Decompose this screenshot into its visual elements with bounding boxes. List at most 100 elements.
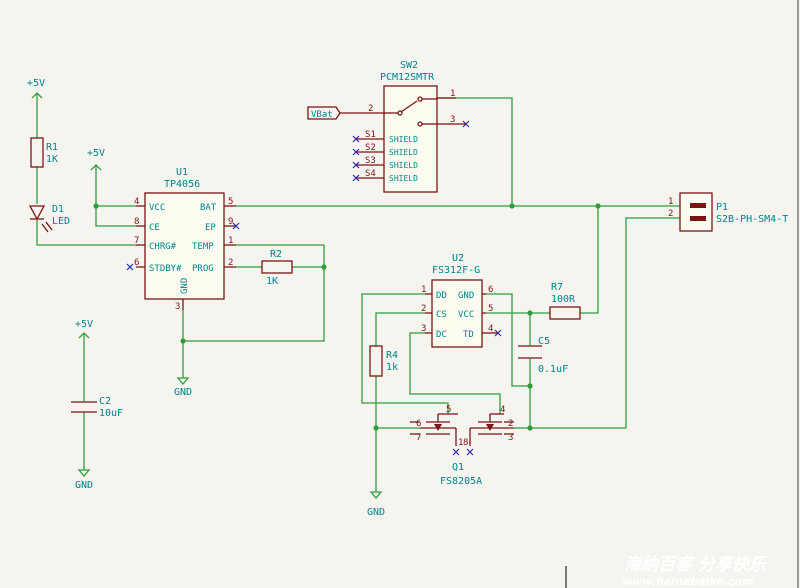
svg-text:S4: S4: [365, 169, 376, 179]
svg-text:4: 4: [488, 324, 493, 334]
svg-text:2: 2: [421, 304, 426, 314]
svg-text:1: 1: [458, 438, 463, 448]
sw2-shield-pins: S1 S2 S3 S4 SHIELD SHIELD SHIELD SHIELD: [356, 130, 418, 183]
svg-text:7: 7: [134, 236, 139, 246]
svg-text:SHIELD: SHIELD: [389, 148, 418, 157]
gnd-symbol-c2: GND: [75, 469, 93, 491]
svg-text:2: 2: [668, 209, 673, 219]
svg-text:R1: R1: [46, 142, 58, 153]
svg-text:CE: CE: [149, 223, 160, 233]
svg-text:1: 1: [668, 197, 673, 207]
vbat-net-label: VBat: [311, 110, 333, 120]
svg-text:+5V: +5V: [27, 78, 45, 89]
svg-text:+5V: +5V: [75, 319, 93, 330]
power-5v-top: +5V: [27, 78, 45, 99]
svg-text:8: 8: [463, 438, 468, 448]
svg-text:1K: 1K: [46, 154, 58, 165]
svg-text:P1: P1: [716, 202, 728, 213]
svg-text:DD: DD: [436, 291, 447, 301]
svg-text:SHIELD: SHIELD: [389, 161, 418, 170]
resistor-r1[interactable]: R1 1K: [30, 137, 58, 168]
svg-text:PROG: PROG: [192, 264, 214, 274]
svg-text:R4: R4: [386, 350, 398, 361]
u1-value: TP4056: [164, 179, 200, 190]
svg-text:4: 4: [134, 197, 139, 207]
resistor-r2[interactable]: R2 1K: [261, 249, 293, 287]
svg-text:3: 3: [508, 433, 513, 443]
capacitor-c5[interactable]: C5 0.1uF: [518, 336, 568, 375]
svg-text:5: 5: [446, 405, 451, 415]
svg-text:FS8205A: FS8205A: [440, 476, 482, 487]
svg-text:9: 9: [228, 217, 233, 227]
led-d1[interactable]: D1 LED: [28, 204, 70, 233]
svg-text:VCC: VCC: [149, 203, 165, 213]
power-5v-left: +5V: [75, 319, 93, 339]
svg-text:0.1uF: 0.1uF: [538, 364, 568, 375]
mosfet-q1-fs8205a[interactable]: 6 7 5 1 8 4 2 3 Q1 FS8205A: [410, 405, 514, 487]
capacitor-c2[interactable]: C2 10uF: [71, 396, 123, 419]
svg-text:SHIELD: SHIELD: [389, 174, 418, 183]
svg-text:1K: 1K: [266, 276, 278, 287]
svg-text:GND: GND: [458, 291, 474, 301]
ic-u2-fs312f[interactable]: U2 FS312F-G 1 2 3 DD CS DC 6 5 4 GND VCC…: [421, 253, 498, 348]
svg-text:5: 5: [228, 197, 233, 207]
svg-text:1: 1: [228, 236, 233, 246]
svg-text:SHIELD: SHIELD: [389, 135, 418, 144]
svg-text:3: 3: [421, 324, 426, 334]
gnd-symbol-q1: GND: [367, 491, 385, 518]
svg-text:Q1: Q1: [452, 462, 464, 473]
switch-sw2[interactable]: SW2 PCM12SMTR VBat 2 1 3 S1 S2 S3 S4 SHI…: [307, 60, 466, 193]
resistor-r7[interactable]: R7 100R: [549, 282, 581, 320]
power-5v-mid: +5V: [87, 148, 105, 171]
svg-text:C2: C2: [99, 396, 111, 407]
junctions: [93, 203, 601, 431]
svg-text:LED: LED: [52, 216, 70, 227]
svg-text:S1: S1: [365, 130, 376, 140]
resistor-r4[interactable]: R4 1k: [369, 345, 398, 377]
svg-text:GND: GND: [75, 480, 93, 491]
svg-text:2: 2: [508, 419, 513, 429]
connector-p1[interactable]: 1 2 P1 S2B-PH-SM4-T: [668, 192, 788, 232]
svg-text:3: 3: [450, 115, 455, 125]
svg-text:U2: U2: [452, 253, 464, 264]
svg-text:2: 2: [228, 258, 233, 268]
svg-text:VCC: VCC: [458, 310, 474, 320]
svg-text:SW2: SW2: [400, 60, 418, 71]
svg-text:1: 1: [421, 285, 426, 295]
svg-text:6: 6: [134, 258, 139, 268]
u1-ref: U1: [176, 167, 188, 178]
svg-text:S2B-PH-SM4-T: S2B-PH-SM4-T: [716, 214, 788, 225]
watermark-logo: 海纳百客 分享快乐 www.hainabaike.com: [622, 555, 768, 588]
svg-text:CS: CS: [436, 310, 447, 320]
svg-text:6: 6: [416, 419, 421, 429]
svg-text:2: 2: [368, 104, 373, 114]
svg-text:D1: D1: [52, 204, 64, 215]
svg-text:100R: 100R: [551, 294, 576, 305]
ic-u1-tp4056[interactable]: U1 TP4056 4 8 7 6 VCC CE CHRG# STDBY# 5 …: [134, 167, 236, 312]
svg-text:GND: GND: [180, 278, 190, 294]
svg-text:3: 3: [175, 302, 180, 312]
svg-text:FS312F-G: FS312F-G: [432, 265, 480, 276]
svg-text:CHRG#: CHRG#: [149, 242, 177, 252]
wires: [36, 93, 680, 492]
svg-text:TEMP: TEMP: [192, 242, 214, 252]
svg-text:7: 7: [416, 433, 421, 443]
svg-text:www.hainabaike.com: www.hainabaike.com: [622, 575, 753, 588]
svg-text:GND: GND: [174, 387, 192, 398]
svg-text:C5: C5: [538, 336, 550, 347]
svg-text:S3: S3: [365, 156, 376, 166]
svg-text:8: 8: [134, 217, 139, 227]
svg-text:EP: EP: [205, 223, 216, 233]
svg-text:4: 4: [500, 405, 505, 415]
svg-text:10uF: 10uF: [99, 408, 123, 419]
svg-text:PCM12SMTR: PCM12SMTR: [380, 72, 435, 83]
svg-text:S2: S2: [365, 143, 376, 153]
svg-text:1: 1: [450, 89, 455, 99]
svg-text:6: 6: [488, 285, 493, 295]
svg-text:海纳百客 分享快乐: 海纳百客 分享快乐: [624, 555, 768, 575]
svg-text:TD: TD: [463, 330, 474, 340]
svg-text:R2: R2: [270, 249, 282, 260]
svg-text:GND: GND: [367, 507, 385, 518]
svg-text:DC: DC: [436, 330, 447, 340]
